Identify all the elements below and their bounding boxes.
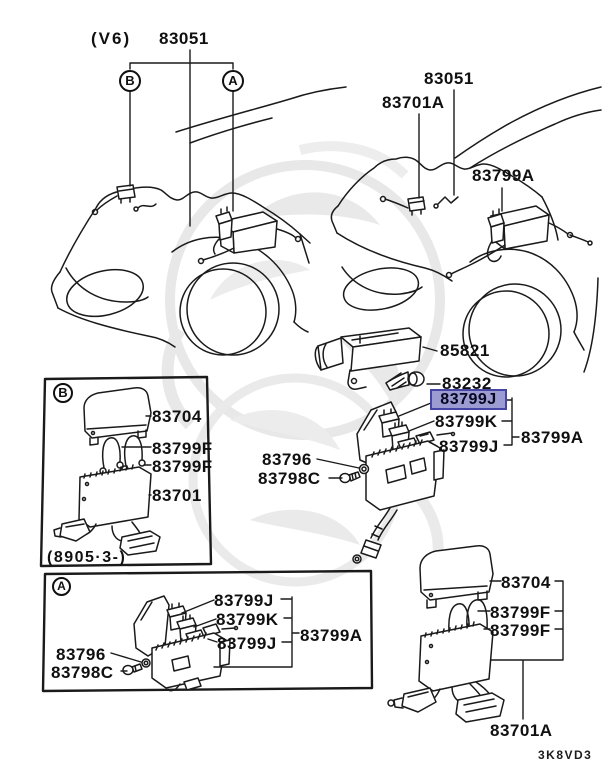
part-label-83701a-top: 83701A — [382, 93, 445, 112]
part-label-83704-b: 83704 — [152, 407, 202, 426]
part-label-83701-b: 83701 — [152, 486, 202, 505]
leader-lines — [110, 49, 564, 720]
part-label-83704-br: 83704 — [501, 573, 551, 592]
callout-circle-b: B — [119, 70, 141, 92]
part-label-83798c-a: 83798C — [51, 663, 114, 682]
variant-v6-label: (V6) — [91, 29, 132, 48]
part-label-83799j1-a: 83799J — [214, 591, 274, 610]
part-label-83798c-mid: 83798C — [258, 469, 321, 488]
bottom-right-relay-drawing — [387, 545, 505, 723]
part-label-83799k-mid: 83799K — [435, 412, 498, 431]
part-label-83232: 83232 — [442, 374, 492, 393]
vehicle-front-right-drawing — [330, 86, 602, 378]
inset-b-drawing — [39, 375, 213, 568]
diagram-code: 3K8VD3 — [538, 748, 593, 762]
part-label-83799j-mid: 83799J — [439, 437, 499, 456]
watermark-emblem — [161, 141, 445, 587]
callout-circle-a: A — [222, 70, 244, 92]
date-code-label: (8905·3-) — [47, 549, 127, 566]
inset-a-drawing — [41, 569, 374, 693]
part-label-83799f1-b: 83799F — [152, 439, 213, 458]
part-label-83799k-a: 83799K — [216, 610, 279, 629]
sensor-85821-drawing — [314, 327, 425, 391]
part-label-85821: 85821 — [440, 341, 490, 360]
inset-b-callout-circle: B — [53, 383, 73, 403]
part-label-83701a-br: 83701A — [490, 721, 553, 740]
part-label-83799f1-br: 83799F — [490, 603, 551, 622]
part-label-83799f2-br: 83799F — [490, 621, 551, 640]
part-label-83799j-highlighted[interactable]: 83799J — [430, 389, 507, 410]
group-label-83799a-mid: 83799A — [521, 428, 584, 447]
part-label-83051: 83051 — [424, 69, 474, 88]
part-label-83799a-car: 83799A — [472, 166, 535, 185]
vehicle-front-left-drawing — [50, 86, 347, 356]
part-label-83796-mid: 83796 — [262, 450, 312, 469]
part-label-83799j2-a: 83799J — [217, 634, 277, 653]
relay-bracket-assembly-drawing — [339, 401, 456, 564]
part-label-83796-a: 83796 — [56, 645, 106, 664]
group-label-83799a-a: 83799A — [300, 626, 363, 645]
part-label-83799f2-b: 83799F — [152, 457, 213, 476]
inset-a-callout-circle: A — [52, 577, 71, 596]
part-label-83051-v6: 83051 — [159, 29, 209, 48]
